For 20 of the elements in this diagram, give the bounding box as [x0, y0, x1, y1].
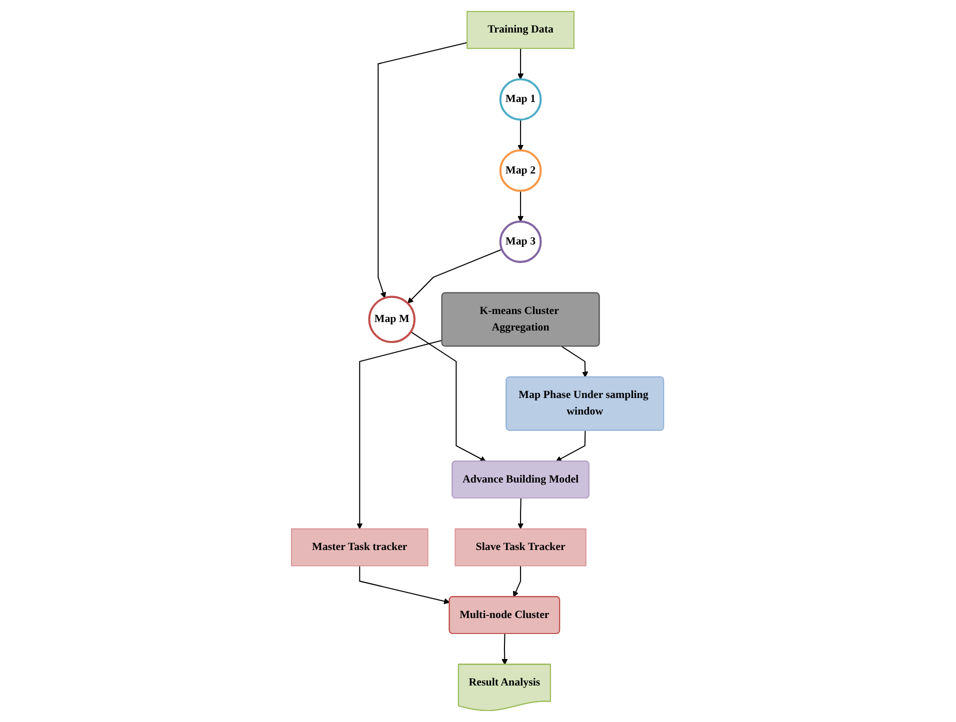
arrow — [502, 634, 508, 665]
node-circle: Map 2 — [500, 149, 542, 192]
arrow — [408, 248, 503, 304]
node-box: Training Data — [467, 10, 575, 49]
node-circle: Map 3 — [500, 220, 542, 263]
node-box: Master Task tracker — [291, 528, 429, 566]
arrow — [357, 340, 443, 530]
arrow — [518, 498, 524, 530]
node-circle: Map M — [368, 296, 416, 344]
arrow — [360, 566, 450, 604]
arrow — [410, 331, 487, 462]
arrow — [513, 566, 522, 598]
arrow — [518, 48, 524, 80]
arrow — [518, 190, 524, 222]
arrow — [518, 120, 524, 151]
node-circle: Map 1 — [500, 78, 542, 121]
node-box: Slave Task Tracker — [455, 528, 587, 566]
arrow — [556, 430, 586, 462]
arrow — [562, 346, 589, 378]
arrow — [378, 42, 468, 298]
